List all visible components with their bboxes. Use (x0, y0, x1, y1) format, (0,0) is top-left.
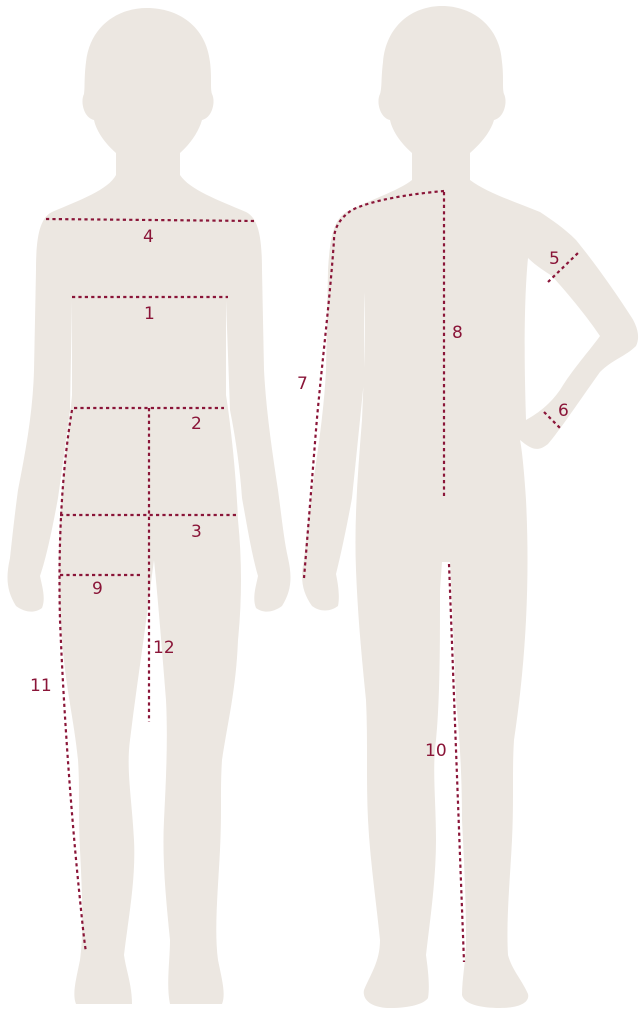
label-6: 6 (558, 401, 569, 421)
label-12: 12 (153, 638, 175, 658)
label-1: 1 (144, 304, 155, 324)
back-figure (302, 6, 638, 1008)
label-11: 11 (30, 676, 52, 696)
label-3: 3 (191, 522, 202, 542)
label-4: 4 (143, 227, 154, 247)
back-silhouette (302, 6, 638, 1008)
label-9: 9 (92, 579, 103, 599)
label-2: 2 (191, 414, 202, 434)
label-8: 8 (452, 323, 463, 343)
label-5: 5 (549, 249, 560, 269)
label-7: 7 (297, 374, 308, 394)
label-10: 10 (425, 741, 447, 761)
